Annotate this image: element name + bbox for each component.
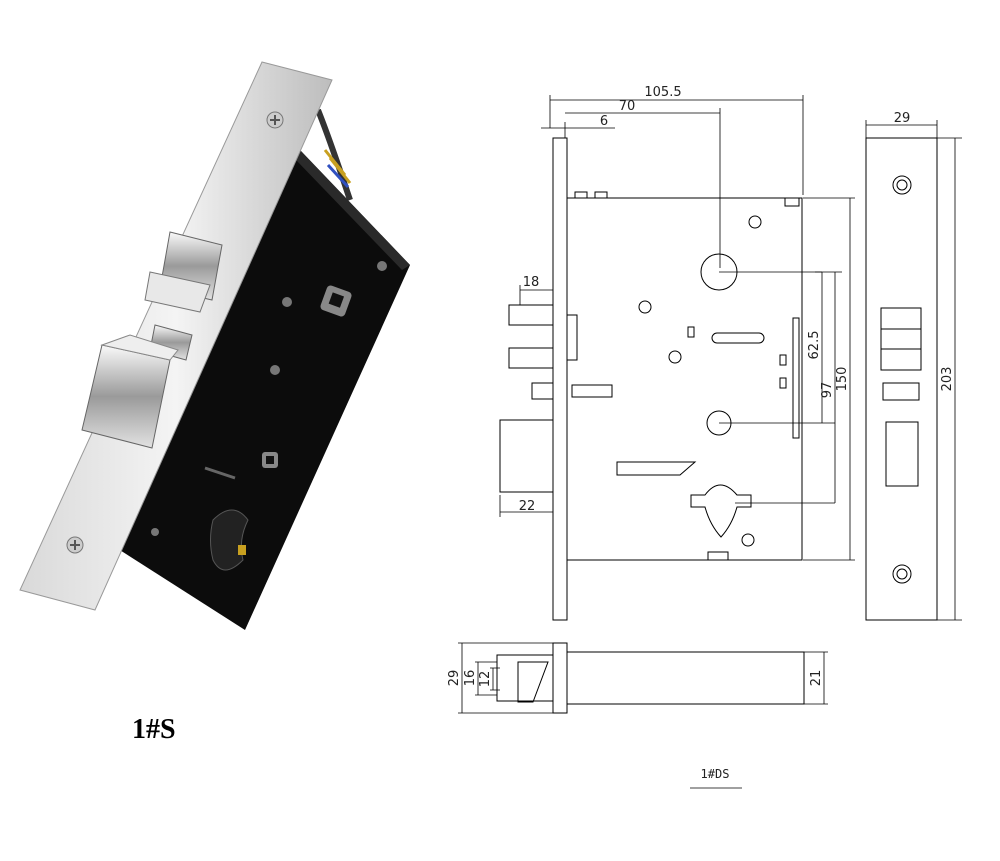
dim-body-height: 150 [835, 367, 850, 392]
photo-caption: 1#S [132, 714, 176, 745]
dim-faceplate-height: 203 [940, 367, 955, 392]
dim-side-thickness: 29 [447, 670, 462, 687]
faceplate-view-drawing: 29 203 [865, 111, 962, 621]
mortise-lock-photo [19, 61, 410, 630]
dim-latch-projection: 18 [523, 275, 540, 290]
dim-spindle-to-cylinder: 97 [820, 382, 835, 399]
dim-faceplate-offset: 6 [600, 114, 608, 129]
dim-deadbolt-projection: 22 [519, 499, 536, 514]
dim-overall-width: 105.5 [644, 85, 681, 100]
dim-side-21: 21 [809, 670, 824, 687]
dim-side-12: 12 [478, 671, 493, 688]
screw-icon [66, 536, 84, 554]
lock-body [112, 150, 410, 630]
dim-faceplate-width: 29 [894, 111, 911, 126]
dim-side-16: 16 [463, 670, 478, 687]
front-view-drawing: 105.5 70 6 18 22 [499, 85, 855, 621]
screw-icon [266, 111, 284, 129]
drawing-caption: 1#DS [701, 767, 730, 781]
dim-spindle-to-follower: 62.5 [807, 331, 822, 360]
side-view-drawing: 29 16 12 21 [447, 642, 828, 714]
dim-backset: 70 [619, 99, 636, 114]
